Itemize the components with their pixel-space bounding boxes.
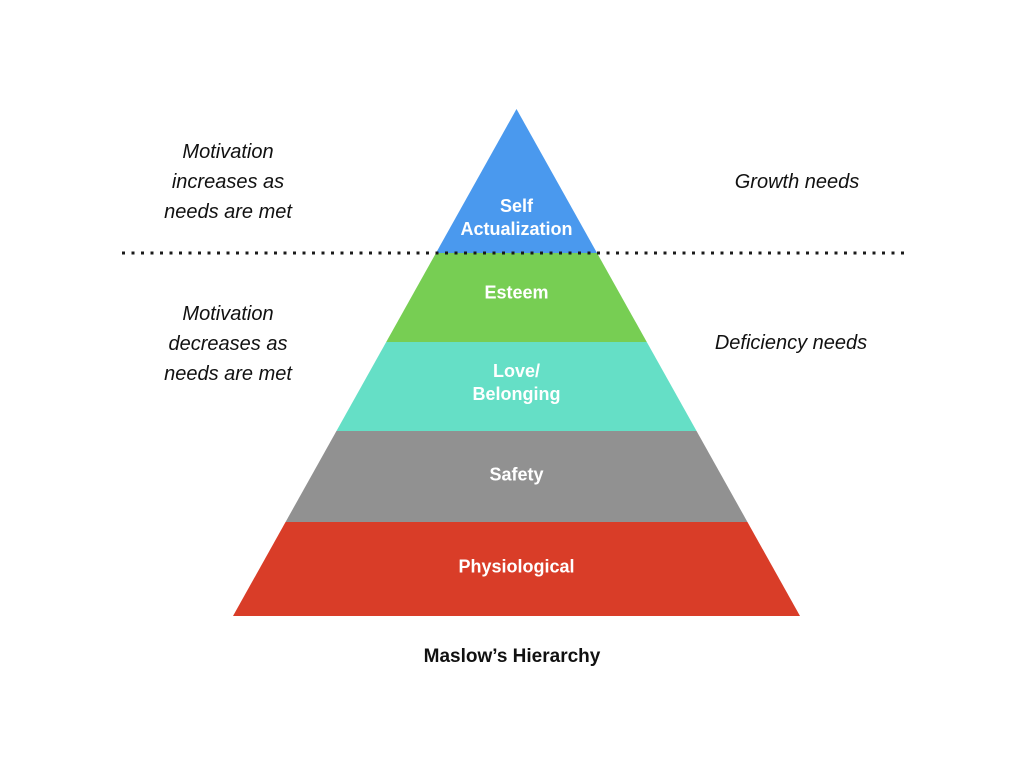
annotation-motivation-increases: Motivation increases as needs are met [164,141,292,223]
pyramid-label-self-actualization: Self Actualization [460,196,573,239]
pyramid-level-love-belonging [336,342,697,431]
pyramid-label-physiological: Physiological [458,556,575,577]
pyramid-label-safety: Safety [489,464,544,485]
pyramid-label-love-belonging: Love/ Belonging [472,361,561,404]
diagram-title: Maslow’s Hierarchy [423,646,601,667]
pyramid-level-self-actualization [435,109,598,253]
pyramid-levels-group [233,109,800,616]
annotation-deficiency-needs: Deficiency needs [714,332,868,354]
pyramid-level-physiological [233,522,800,616]
annotation-motivation-decreases: Motivation decreases as needs are met [164,303,292,385]
pyramid-level-safety [285,431,748,522]
pyramid-label-esteem: Esteem [484,282,549,303]
pyramid-level-esteem [386,253,647,342]
annotation-growth-needs: Growth needs [734,171,860,193]
